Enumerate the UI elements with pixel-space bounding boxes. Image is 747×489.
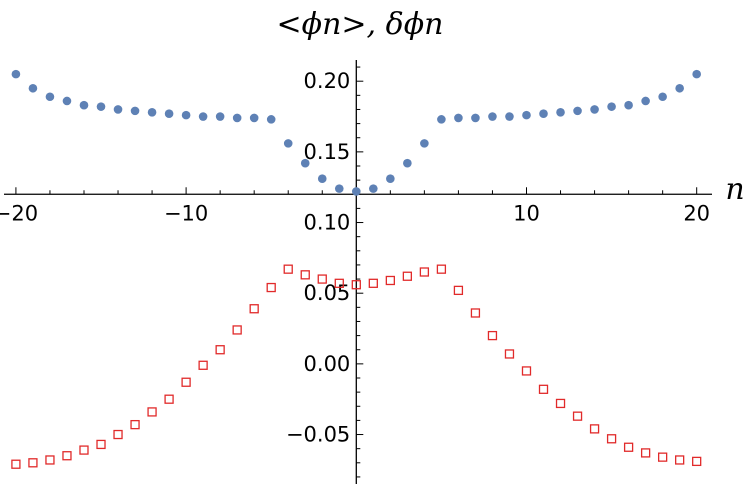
fluctuation-point bbox=[470, 308, 481, 318]
mean-point bbox=[573, 106, 582, 116]
y-tick-label: 0.00 bbox=[304, 352, 351, 376]
fluctuation-point bbox=[504, 349, 515, 359]
fluctuation-point bbox=[589, 424, 600, 434]
mean-point bbox=[96, 102, 106, 111]
mean-point bbox=[386, 174, 395, 184]
fluctuation-point bbox=[657, 452, 668, 462]
mean-point bbox=[28, 83, 38, 93]
mean-point bbox=[641, 96, 650, 106]
fluctuation-point bbox=[96, 439, 106, 450]
fluctuation-point bbox=[572, 411, 583, 421]
mean-point bbox=[334, 184, 344, 193]
fluctuation-point bbox=[675, 455, 685, 465]
y-tick-label: 0.15 bbox=[304, 140, 351, 164]
mean-point bbox=[420, 139, 429, 148]
fluctuation-point bbox=[317, 274, 327, 284]
mean-point bbox=[403, 158, 412, 168]
mean-point bbox=[590, 105, 599, 114]
fluctuation-point bbox=[249, 304, 259, 314]
fluctuation-point bbox=[198, 360, 208, 370]
mean-point bbox=[198, 112, 208, 121]
mean-point bbox=[147, 107, 157, 117]
fluctuation-point bbox=[640, 448, 651, 458]
fluctuation-point bbox=[436, 264, 447, 274]
fluctuation-point bbox=[300, 270, 310, 280]
fluctuation-point bbox=[538, 384, 549, 394]
mean-point bbox=[249, 113, 259, 123]
fluctuation-point bbox=[402, 271, 413, 281]
y-tick-label: −0.05 bbox=[286, 423, 350, 447]
fluctuation-point bbox=[623, 442, 634, 452]
axes: −20 −10 10 20 0.20 0.15 0.10 0.05 0.00 −0.05 bbox=[0, 60, 712, 484]
fluctuation-point bbox=[555, 398, 566, 409]
x-axis-label: n bbox=[725, 172, 744, 207]
mean-point bbox=[539, 109, 548, 119]
fluctuation-point bbox=[419, 267, 430, 277]
fluctuation-point bbox=[283, 264, 293, 274]
mean-point bbox=[658, 92, 667, 102]
fluctuation-point bbox=[45, 455, 55, 465]
fluctuation-point bbox=[130, 419, 140, 430]
mean-point bbox=[692, 69, 701, 79]
fluctuation-point bbox=[113, 429, 123, 440]
mean-point bbox=[79, 100, 89, 110]
mean-point bbox=[130, 106, 140, 116]
fluctuation-point bbox=[385, 275, 395, 286]
mean-point bbox=[317, 174, 327, 184]
mean-point bbox=[675, 83, 684, 93]
mean-point bbox=[266, 115, 276, 124]
mean-point bbox=[351, 187, 361, 196]
fluctuation-point bbox=[334, 278, 344, 288]
mean-point bbox=[369, 184, 378, 193]
fluctuation-point bbox=[368, 278, 378, 288]
mean-point bbox=[113, 105, 123, 114]
y-tick-label: 0.20 bbox=[304, 69, 351, 93]
x-tick-label: −10 bbox=[164, 201, 208, 225]
fluctuation-point bbox=[62, 451, 72, 461]
fluctuation-point bbox=[487, 330, 498, 341]
fluctuation-point bbox=[521, 366, 532, 376]
chart-title: <ϕn>, δϕn bbox=[277, 7, 444, 42]
mean-point bbox=[437, 115, 446, 124]
mean-point bbox=[215, 112, 225, 121]
y-tick-label: 0.05 bbox=[304, 281, 351, 305]
fluctuation-point bbox=[147, 407, 157, 417]
fluctuation-point bbox=[215, 345, 225, 355]
mean-point bbox=[488, 112, 497, 121]
mean-point bbox=[624, 100, 633, 110]
fluctuation-point bbox=[351, 280, 361, 290]
mean-point bbox=[300, 158, 310, 168]
mean-point bbox=[11, 69, 21, 79]
fluctuation-point bbox=[266, 282, 276, 293]
mean-point bbox=[62, 96, 72, 106]
fluctuation-point bbox=[181, 377, 191, 387]
x-tick-label: −20 bbox=[0, 201, 38, 225]
mean-point bbox=[164, 109, 174, 119]
fluctuation-point bbox=[11, 459, 21, 469]
fluctuation-point bbox=[79, 445, 89, 455]
series-fluctuation-phi bbox=[11, 264, 702, 469]
mean-point bbox=[505, 112, 514, 121]
fluctuation-point bbox=[692, 456, 702, 467]
mean-point bbox=[454, 113, 463, 123]
fluctuation-point bbox=[164, 394, 174, 404]
mean-point bbox=[607, 102, 616, 111]
mean-point bbox=[471, 113, 480, 123]
x-tick-label: 20 bbox=[683, 201, 710, 225]
mean-point bbox=[45, 92, 55, 102]
mean-point bbox=[232, 113, 242, 123]
fluctuation-point bbox=[232, 325, 242, 335]
mean-point bbox=[181, 110, 191, 120]
fluctuation-point bbox=[453, 285, 464, 296]
y-tick-label: 0.10 bbox=[304, 211, 351, 235]
x-tick-label: 10 bbox=[513, 201, 540, 225]
series-mean-phi bbox=[11, 69, 701, 196]
fluctuation-point bbox=[28, 458, 38, 468]
fluctuation-point bbox=[606, 434, 617, 444]
mean-point bbox=[283, 139, 293, 148]
mean-point bbox=[556, 107, 565, 117]
mean-point bbox=[522, 110, 531, 120]
